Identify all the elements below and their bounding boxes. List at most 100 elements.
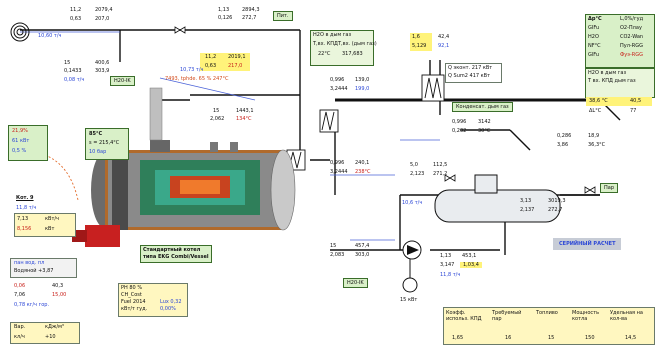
tag-h2o-ik-2: H20-IK — [343, 278, 368, 288]
ft-r2: +10 — [45, 334, 56, 340]
tag-h2o-ik-1: H20-IK — [110, 76, 135, 86]
leg-sub2: Т вх. КПД дым газ — [588, 78, 636, 84]
leg-r4b: Фуэ-RGG — [620, 52, 644, 58]
leg-r3a: NF°C — [588, 43, 601, 49]
ft-r1: кл/ч — [14, 334, 25, 340]
rm2-a: 3,13 — [520, 198, 532, 204]
rt2-d: 30°C — [478, 128, 491, 134]
flow2-label: 0,08 т/ч — [64, 77, 85, 83]
boiler-title: Кот. 9 — [16, 195, 34, 201]
fuel-table — [10, 322, 80, 344]
tag-feed-water: Пит. — [273, 11, 293, 21]
rt-c: 5,129 — [412, 43, 427, 49]
leg-r4a: GlFu — [588, 52, 600, 58]
bparam-2: s = 215,4°C — [89, 140, 120, 146]
meas2-d: 303,9 — [95, 68, 110, 74]
sum-v1: 1,65 — [452, 335, 464, 341]
meas-enthalpy: 2079,4 — [95, 7, 113, 13]
c2-c: 3,2444 — [330, 169, 348, 175]
bl-c: 7,06 — [14, 292, 26, 298]
rt3-d: 36,3°C — [588, 142, 606, 148]
top-right-b: 2894,3 — [242, 7, 260, 13]
small-a: 15 — [213, 108, 220, 114]
econ-1: Q эконт. 217 кВт — [448, 65, 493, 71]
c3-c: 2,083 — [330, 252, 345, 258]
info-3: Fuel 2014 — [121, 299, 146, 305]
leg-r3b: Пул-RGG — [620, 43, 643, 49]
top-right-c: 0,126 — [218, 15, 233, 21]
summary-table — [443, 307, 655, 345]
econ-2: Q Sum2 417 кВт — [448, 73, 491, 79]
sum-v2: 16 — [505, 335, 512, 341]
flow-rate-label: 10,60 т/ч — [38, 33, 62, 39]
fg-r1b: Т,вх. (дым газ) — [338, 41, 377, 47]
leg-h2: L,0%/гуд — [620, 16, 644, 22]
rt3-b: 18,9 — [588, 133, 600, 139]
rm1-d: 271,2 — [433, 171, 448, 177]
leg-sub4b: 77 — [630, 108, 637, 114]
legend-panel — [585, 14, 655, 68]
pump-b: 453,1 — [462, 253, 477, 259]
c1-a: 0,996 — [330, 77, 345, 83]
caption-1: Стандартный котел — [143, 247, 201, 253]
eff-2: 61 кВт — [12, 138, 30, 144]
info-r1: Lux 0,32 — [160, 299, 182, 305]
sum-v5: 14,5 — [625, 335, 637, 341]
leg-sub4a: ΔL°C — [589, 108, 602, 114]
sum-h2: Требуемый пар — [492, 310, 522, 322]
rm1-b: 112,5 — [433, 162, 448, 168]
bl-a: 0,06 — [14, 283, 26, 289]
fg-r2a: 22°C — [318, 51, 331, 57]
rt2-c: 0,232 — [452, 128, 467, 134]
ft-h1: Вар. — [14, 324, 26, 330]
info-4: кВт/т гуд. — [121, 306, 148, 312]
rt-d: 92,1 — [438, 43, 450, 49]
rt3-c: 3,86 — [557, 142, 569, 148]
c3-b: 457,4 — [355, 243, 370, 249]
info-1: PH 80 % — [121, 285, 143, 291]
leg-r1a: GIFu — [588, 25, 600, 31]
steam-coil-icon — [10, 22, 30, 42]
fg-title: H2O в дым газ — [313, 32, 352, 38]
rt-a: 1,6 — [412, 34, 420, 40]
meas-flow-low: 0,63 — [70, 16, 82, 22]
eff-3: 0,5 % — [12, 148, 27, 154]
boiler-params-box — [85, 128, 129, 160]
c2-b: 240,1 — [355, 160, 370, 166]
leg-h1: Δp°C — [588, 16, 602, 22]
serial-calc-label: СЕРИЙНЫЙ РАСЧЕТ — [553, 238, 622, 250]
small-b: 1443,1 — [236, 108, 254, 114]
ctop-b: 2019,1 — [228, 54, 246, 60]
pump-flow: 11,8 т/ч — [440, 272, 461, 278]
stat-a-unit: кВт/ч — [45, 216, 60, 222]
rm1-a: 5,0 — [410, 162, 418, 168]
fg-r2b: 317,683 — [342, 51, 363, 57]
leg-r2a: H2O — [588, 34, 599, 40]
ctop-d: 217,0 — [228, 63, 243, 69]
bl-flow: 0,78 кг/ч гор. — [14, 302, 50, 308]
info-r2: 0,00% — [160, 306, 176, 312]
meas2-a: 15 — [64, 60, 71, 66]
leg-sub3b: 40,5 — [630, 98, 642, 104]
fg-r1a: Т,вх. КПД — [313, 41, 338, 47]
fuel-info-box — [118, 283, 188, 317]
leg-sub1: H2O в дым газ — [588, 70, 627, 76]
sum-h3: Топливо — [536, 310, 558, 316]
stat-b: 8,156 — [17, 226, 32, 232]
c1-d: 199,0 — [355, 86, 370, 92]
leg-r1b: O2-Плау — [620, 25, 642, 31]
sum-h5: Удельная на кол-ва — [610, 310, 643, 322]
pump-a: 1,13 — [440, 253, 452, 259]
boiler-stats-box — [14, 213, 76, 237]
economizer-box — [445, 63, 502, 83]
c2-a: 0,996 — [330, 160, 345, 166]
c1-c: 3,2444 — [330, 86, 348, 92]
meas-temp: 207,0 — [95, 16, 110, 22]
c3-a: 15 — [330, 243, 337, 249]
ctop-a: 11,2 — [205, 54, 217, 60]
pump-c: 3,147 — [440, 262, 455, 268]
pump-power: 15 кВт — [400, 297, 418, 303]
rt2-b: 3142 — [478, 119, 491, 125]
ft-h2: кДж/м³ — [45, 324, 64, 330]
